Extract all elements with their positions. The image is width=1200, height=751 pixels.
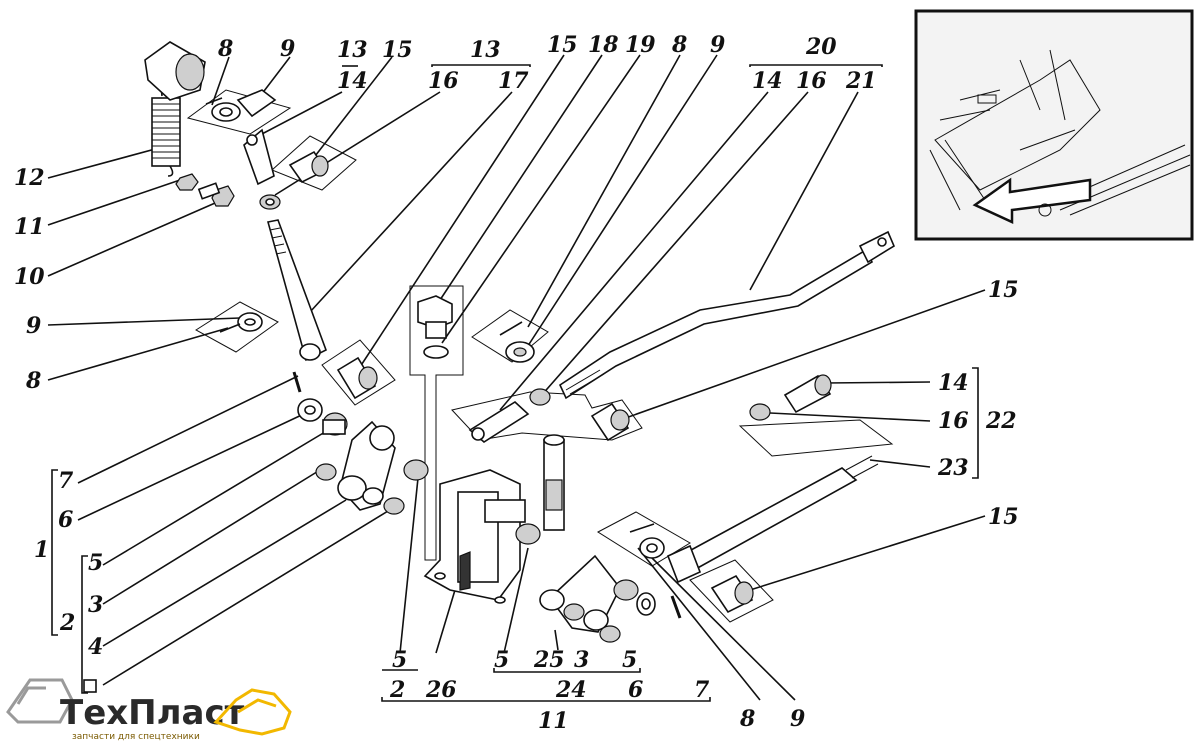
callout-15: 15 [547, 32, 578, 58]
pin-15-top [288, 150, 329, 184]
callout-16: 16 [428, 68, 459, 94]
callout-6: 6 [628, 677, 643, 703]
washer-9-left [219, 312, 263, 333]
callout-3: 3 [574, 647, 589, 673]
callout-labels: 8 9 13 14 15 13 16 17 15 18 19 8 9 20 14… [14, 32, 1019, 734]
callout-22: 22 [985, 408, 1017, 434]
washers-top [205, 89, 277, 122]
callout-9: 9 [280, 36, 295, 62]
callout-16: 16 [938, 408, 969, 434]
callout-6: 6 [58, 507, 73, 533]
callout-7: 7 [58, 468, 74, 494]
callout-21: 21 [845, 68, 877, 94]
callout-9: 9 [790, 706, 805, 732]
pin-15-right [590, 402, 630, 442]
brand-logo: ТехПласт запчасти для спецтехники [6, 678, 292, 742]
shaft-vertical [543, 434, 565, 531]
pin-7-bottom [670, 595, 682, 619]
logo-name: ТехПласт [60, 693, 245, 733]
pin-7-left [292, 371, 302, 393]
callout-8: 8 [217, 36, 233, 62]
bolt-18 [417, 295, 453, 359]
callout-25: 25 [533, 647, 565, 673]
long-rod-21 [558, 230, 896, 400]
nut-11 [175, 173, 199, 191]
callout-8: 8 [739, 706, 755, 732]
bushing-5-center [403, 459, 429, 481]
bushing-5-left [322, 412, 348, 436]
callout-19: 19 [625, 32, 656, 58]
nut-4-left [383, 497, 405, 515]
callout-20: 20 [805, 34, 837, 60]
bracket-26 [423, 469, 526, 604]
rod-17 [267, 219, 327, 362]
nut-16-mid [529, 388, 551, 406]
bolt-10 [197, 182, 235, 207]
callout-15: 15 [382, 37, 413, 63]
callout-17: 17 [498, 68, 529, 94]
callout-8: 8 [25, 368, 41, 394]
lever-2-left [337, 420, 396, 511]
callout-5: 5 [494, 647, 509, 673]
leader-lines [47, 54, 986, 702]
block-left-bottom [83, 679, 97, 693]
callout-14: 14 [938, 370, 969, 396]
pin-15-mid [336, 356, 378, 400]
spring-12 [151, 84, 181, 177]
callout-14: 14 [752, 68, 783, 94]
callout-18: 18 [588, 32, 619, 58]
callout-12: 12 [14, 165, 45, 191]
callout-1: 1 [34, 537, 49, 563]
callout-7: 7 [694, 677, 710, 703]
callout-15: 15 [988, 504, 1019, 530]
washers-right [629, 523, 665, 559]
nut-3-bottom [563, 603, 621, 643]
callout-2: 2 [389, 677, 405, 703]
callout-3: 3 [88, 592, 103, 618]
callout-9: 9 [26, 313, 41, 339]
nut-3-left [315, 463, 337, 481]
lever-24 [539, 554, 621, 633]
callout-5: 5 [622, 647, 637, 673]
nut-16-right [749, 403, 771, 421]
pin-15-bottom-right [710, 574, 754, 614]
callout-9: 9 [710, 32, 725, 58]
callout-2: 2 [59, 610, 75, 636]
washer-9-mid [499, 321, 535, 363]
callout-11: 11 [538, 708, 569, 734]
washer-6-left [297, 398, 323, 422]
callout-24: 24 [555, 677, 587, 703]
callout-13: 13 [470, 37, 501, 63]
washer-6-bottom [636, 592, 656, 616]
logo-subtitle: запчасти для спецтехники [72, 732, 200, 742]
clevis-14 [243, 128, 275, 186]
callout-10: 10 [14, 264, 45, 290]
callout-5: 5 [88, 550, 103, 576]
nut-16-top [259, 194, 281, 210]
callout-8: 8 [671, 32, 687, 58]
callout-26: 26 [425, 677, 457, 703]
clevis-14-right [783, 374, 832, 414]
callout-14: 14 [337, 68, 368, 94]
callout-16: 16 [796, 68, 827, 94]
bushing-5-bottom [613, 579, 639, 601]
rod-23 [666, 455, 879, 584]
part-panels [186, 89, 894, 623]
callout-4: 4 [88, 634, 103, 660]
inset-detail-image [914, 9, 1194, 241]
bushing-5-right [515, 523, 541, 545]
callout-15: 15 [988, 277, 1019, 303]
callout-11: 11 [14, 214, 45, 240]
clevis-14-mid [468, 400, 530, 443]
callout-23: 23 [937, 455, 969, 481]
roller-top [144, 41, 206, 101]
callout-13: 13 [337, 37, 368, 63]
callout-5: 5 [392, 647, 407, 673]
